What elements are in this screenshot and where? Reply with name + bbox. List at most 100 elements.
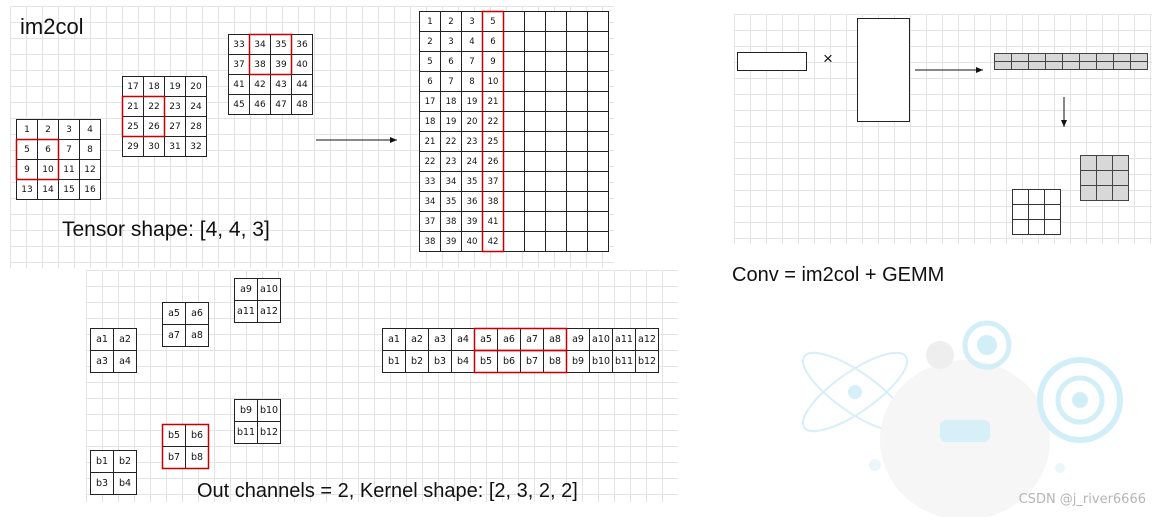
output-feature-block xyxy=(1012,189,1061,235)
matrix-cell: 6 xyxy=(37,139,59,160)
matrix-cell: 7 xyxy=(440,71,462,92)
matrix-cell: 21 xyxy=(482,91,504,112)
matrix-cell: 1 xyxy=(419,11,441,32)
matrix-cell: b8 xyxy=(185,446,209,469)
matrix-cell: 32 xyxy=(185,136,207,157)
grid-cell xyxy=(1012,219,1029,235)
empty-cell xyxy=(524,151,546,172)
empty-cell xyxy=(545,131,567,152)
empty-cell xyxy=(587,11,609,32)
matrix-cell: 20 xyxy=(461,111,483,132)
matrix-cell: 47 xyxy=(270,94,292,115)
empty-cell xyxy=(524,191,546,212)
empty-cell xyxy=(587,171,609,192)
empty-cell xyxy=(587,231,609,252)
matrix-cell: a2 xyxy=(405,328,429,351)
matrix-cell: 27 xyxy=(164,116,186,137)
matrix-cell: b7 xyxy=(520,350,544,373)
matrix-cell: 14 xyxy=(37,179,59,200)
matrix-cell: 21 xyxy=(122,96,144,117)
empty-cell xyxy=(503,31,525,52)
empty-cell xyxy=(524,111,546,132)
matrix-cell: a7 xyxy=(520,328,544,351)
gemm-weight-matrix xyxy=(857,18,910,122)
empty-cell xyxy=(503,91,525,112)
empty-cell xyxy=(503,131,525,152)
matrix-cell: 38 xyxy=(440,211,462,232)
matrix-cell: b1 xyxy=(90,450,114,473)
grid-cell xyxy=(1113,53,1131,62)
grid-cell xyxy=(1011,61,1029,70)
grid-cell xyxy=(1079,61,1097,70)
empty-cell xyxy=(503,151,525,172)
matrix-cell: a10 xyxy=(589,328,613,351)
matrix-cell: a12 xyxy=(635,328,659,351)
empty-cell xyxy=(503,171,525,192)
grid-cell xyxy=(994,61,1012,70)
matrix-cell: 35 xyxy=(440,191,462,212)
matrix-cell: 19 xyxy=(461,91,483,112)
matrix-cell: 5 xyxy=(16,139,38,160)
empty-cell xyxy=(566,51,588,72)
empty-cell xyxy=(566,131,588,152)
grid-cell xyxy=(1062,53,1080,62)
matrix-cell: a9 xyxy=(234,278,258,301)
matrix-cell: b8 xyxy=(543,350,567,373)
matrix-cell: 6 xyxy=(440,51,462,72)
empty-cell xyxy=(587,131,609,152)
matrix-cell: b2 xyxy=(113,450,137,473)
empty-cell xyxy=(503,51,525,72)
matrix-cell: 38 xyxy=(249,54,271,75)
matrix-cell: 33 xyxy=(228,34,250,55)
grid-cell xyxy=(1028,204,1045,220)
matrix-cell: 23 xyxy=(461,131,483,152)
matrix-cell: 39 xyxy=(270,54,292,75)
matrix-cell: 18 xyxy=(419,111,441,132)
matrix-cell: 15 xyxy=(58,179,80,200)
multiply-symbol: × xyxy=(823,49,833,68)
empty-cell xyxy=(587,91,609,112)
matrix-cell: b4 xyxy=(451,350,475,373)
matrix-cell: b9 xyxy=(234,399,258,422)
matrix-cell: a10 xyxy=(257,278,281,301)
empty-cell xyxy=(545,191,567,212)
grid-cell xyxy=(1011,53,1029,62)
matrix-cell: 4 xyxy=(461,31,483,52)
matrix-cell: b12 xyxy=(257,421,281,444)
matrix-cell: 9 xyxy=(482,51,504,72)
empty-cell xyxy=(503,191,525,212)
empty-cell xyxy=(587,31,609,52)
matrix-cell: 35 xyxy=(461,171,483,192)
matrix-cell: 41 xyxy=(482,211,504,232)
matrix-cell: b10 xyxy=(589,350,613,373)
matrix-cell: 45 xyxy=(228,94,250,115)
empty-cell xyxy=(503,11,525,32)
grid-cell xyxy=(1080,155,1097,171)
grid-cell xyxy=(1079,53,1097,62)
matrix-cell: 24 xyxy=(185,96,207,117)
grid-cell xyxy=(1113,61,1131,70)
matrix-cell: 22 xyxy=(440,131,462,152)
empty-cell xyxy=(524,91,546,112)
grid-cell xyxy=(1044,204,1061,220)
matrix-cell: 44 xyxy=(291,74,313,95)
matrix-cell: 38 xyxy=(482,191,504,212)
csdn-watermark: CSDN @j_river6666 xyxy=(1018,492,1146,507)
grid-cell xyxy=(1112,155,1129,171)
matrix-cell: 26 xyxy=(482,151,504,172)
matrix-cell: 36 xyxy=(291,34,313,55)
matrix-cell: 19 xyxy=(164,76,186,97)
grid-cell xyxy=(1096,185,1113,201)
matrix-cell: 18 xyxy=(440,91,462,112)
matrix-cell: 36 xyxy=(461,191,483,212)
matrix-cell: b3 xyxy=(90,472,114,495)
matrix-cell: 34 xyxy=(419,191,441,212)
grid-cell xyxy=(1012,204,1029,220)
matrix-cell: a5 xyxy=(162,302,186,325)
matrix-cell: 28 xyxy=(185,116,207,137)
empty-cell xyxy=(566,231,588,252)
